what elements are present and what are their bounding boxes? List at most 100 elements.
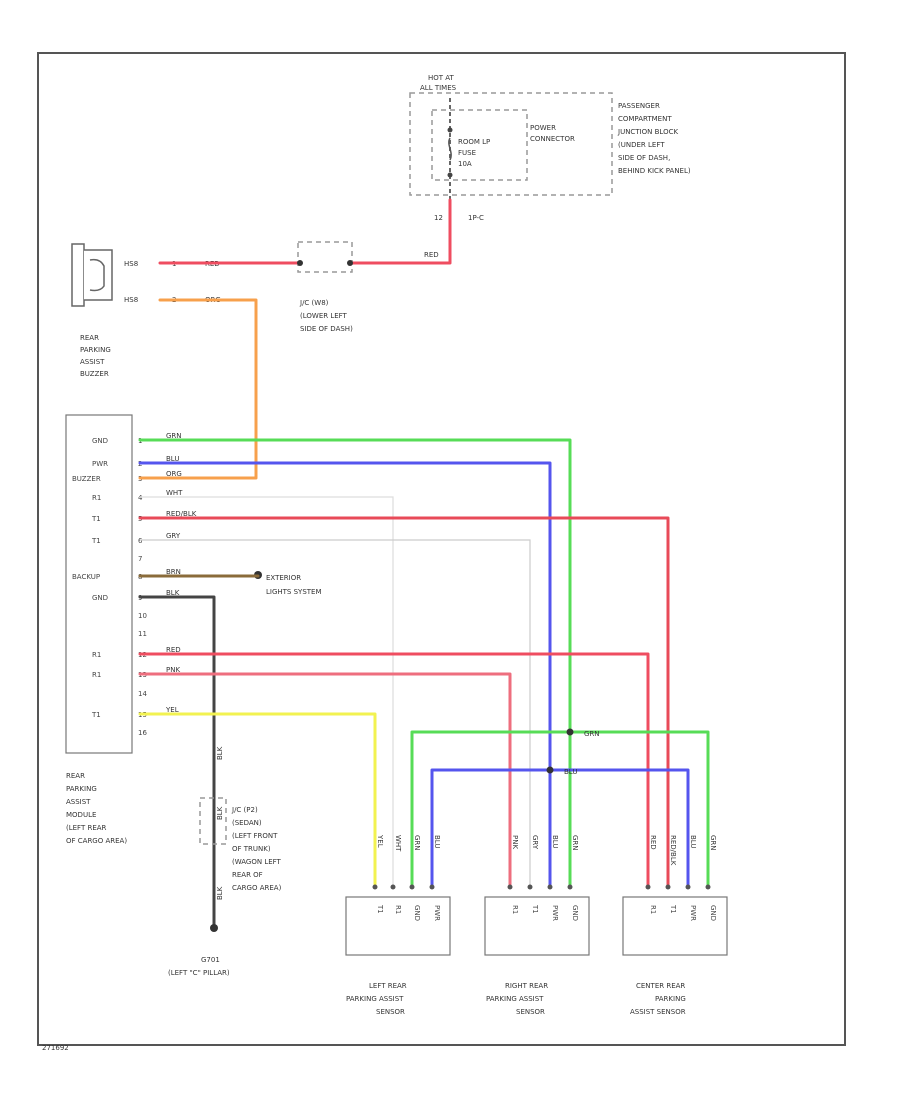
module-label: REAR PARKING ASSIST MODULE (LEFT REAR OF… [66, 772, 127, 845]
sensor-1-terminal-1 [372, 884, 378, 890]
sensor-3-wire-1: RED [649, 835, 657, 850]
fuse-box-outline [431, 109, 528, 181]
wire-jc-red [348, 198, 452, 265]
exterior-lights-label-1: EXTERIOR [266, 574, 301, 582]
svg-text:OF CARGO AREA): OF CARGO AREA) [66, 837, 127, 845]
fuse-label-3: 10A [458, 160, 472, 168]
module-pin-name-15: T1 [91, 711, 101, 719]
sensor-3-terminal-4 [705, 884, 711, 890]
sensor-3-wire-2: RED/BLK [669, 835, 677, 866]
module-pin-color-12: RED [166, 646, 181, 654]
jc-p2-label: J/C (P2) (SEDAN) (LEFT FRONT OF TRUNK) (… [231, 806, 282, 892]
svg-text:(WAGON LEFT: (WAGON LEFT [232, 858, 282, 866]
ground-label-2: (LEFT "C" PILLAR) [168, 969, 230, 977]
wire-r1-pnk [138, 672, 512, 887]
sensor-2-wire-1: PNK [511, 835, 519, 849]
svg-text:(LEFT FRONT: (LEFT FRONT [232, 832, 278, 840]
svg-text:J/C (P2): J/C (P2) [231, 806, 258, 814]
ground-icon [210, 924, 218, 932]
wire-tag-ground-blk-3: BLK [216, 886, 224, 900]
sensor-2-wire-2: GRY [531, 835, 539, 850]
svg-text:PARKING ASSIST: PARKING ASSIST [346, 995, 404, 1003]
module-pin-color-13: PNK [166, 666, 180, 674]
fuse-node-top [447, 127, 453, 133]
svg-text:J/C (W8): J/C (W8) [299, 299, 329, 307]
svg-text:REAR: REAR [80, 334, 99, 342]
wire-tag-bus-blu: BLU [564, 768, 577, 776]
splice-grn [566, 728, 574, 736]
svg-text:(LEFT REAR: (LEFT REAR [66, 824, 107, 832]
sensor-1-wire-3: GRN [413, 835, 421, 851]
fuse-label-2: FUSE [458, 149, 476, 157]
sensor-2-wire-4: GRN [571, 835, 579, 851]
svg-text:PARKING: PARKING [80, 346, 111, 354]
right-sensor-label: RIGHT REAR PARKING ASSIST SENSOR [486, 982, 548, 1016]
svg-text:COMPARTMENT: COMPARTMENT [618, 115, 672, 123]
sensor-2-terminal-3 [547, 884, 553, 890]
svg-text:PASSENGER: PASSENGER [618, 102, 660, 110]
module-pin-name-12: R1 [92, 651, 101, 659]
svg-text:(SEDAN): (SEDAN) [232, 819, 262, 827]
connector-1p-pin: 12 [434, 214, 443, 222]
sensor-3-wire-4: GRN [709, 835, 717, 851]
sensor-3-pin-4: GND [709, 905, 717, 921]
wire-buzzer-org [138, 298, 258, 480]
sensor-1-pin-4: PWR [433, 905, 441, 921]
sensor-1-pin-1: T1 [376, 904, 384, 914]
wire-bus-blu [430, 768, 690, 887]
buzzer-conn-2: HS8 [124, 296, 138, 304]
module-pin-color-6: GRY [166, 532, 181, 540]
module-pin-name-3: BUZZER [72, 475, 101, 483]
sensor-2-pin-4: GND [571, 905, 579, 921]
sensor-2-pin-1: R1 [511, 905, 519, 914]
wire-bus-grn [410, 730, 710, 887]
module-pin-color-1: GRN [166, 432, 182, 440]
buzzer-icon [71, 243, 113, 307]
module-pin-color-9: BLK [166, 589, 180, 597]
sensor-3-pin-2: T1 [669, 904, 677, 914]
buzzer-label: REAR PARKING ASSIST BUZZER [80, 334, 111, 378]
diagram-frame [37, 52, 846, 1046]
wire-gnd-grn [138, 438, 572, 887]
jc-w8-node-left [297, 260, 303, 266]
sensor-2-wire-3: BLU [551, 835, 559, 848]
wire-tag-ground-blk-1: BLK [216, 746, 224, 760]
svg-text:OF TRUNK): OF TRUNK) [232, 845, 271, 853]
svg-text:SENSOR: SENSOR [516, 1008, 545, 1016]
wire-r1-wht [140, 496, 394, 885]
module-pin-num-6: 6 [138, 537, 143, 545]
svg-text:CENTER REAR: CENTER REAR [636, 982, 685, 990]
wire-tag-bus-grn: GRN [584, 730, 600, 738]
svg-text:(UNDER LEFT: (UNDER LEFT [618, 141, 665, 149]
svg-text:MODULE: MODULE [66, 811, 96, 819]
svg-text:LEFT REAR: LEFT REAR [369, 982, 407, 990]
module-pin-color-4: WHT [166, 489, 183, 497]
fuse-icon [448, 137, 452, 161]
module-pin-num-7: 7 [138, 555, 142, 563]
left-sensor-label: LEFT REAR PARKING ASSIST SENSOR [346, 982, 407, 1016]
junction-block-outline [409, 92, 613, 196]
sensor-3-terminal-3 [685, 884, 691, 890]
module-pin-color-5: RED/BLK [166, 510, 197, 518]
sensor-2-terminal-2 [527, 884, 533, 890]
svg-text:SIDE OF DASH): SIDE OF DASH) [300, 325, 353, 333]
jc-w8-outline [297, 241, 353, 273]
wire-pwr-blu [138, 461, 552, 887]
exterior-lights-label-2: LIGHTS SYSTEM [266, 588, 322, 596]
sensor-2-terminal-1 [507, 884, 513, 890]
sensor-box-2 [484, 896, 590, 956]
module-pin-name-4: R1 [92, 494, 101, 502]
sensor-2-pin-2: T1 [531, 904, 539, 914]
module-pin-name-9: GND [92, 594, 108, 602]
hot-at-label-1: HOT AT [428, 74, 455, 82]
sensor-3-terminal-2 [665, 884, 671, 890]
parking-assist-module-box [65, 414, 133, 754]
sensor-3-pin-3: PWR [689, 905, 697, 921]
buzzer-conn-1: HS8 [124, 260, 138, 268]
wire-tag-red-top: RED [424, 251, 439, 259]
svg-text:REAR OF: REAR OF [232, 871, 263, 879]
module-pin-color-3: ORG [166, 470, 182, 478]
footer-code: 271692 [42, 1044, 69, 1052]
connector-1p-label: 1P-C [468, 214, 484, 222]
svg-text:JUNCTION BLOCK: JUNCTION BLOCK [617, 128, 678, 136]
